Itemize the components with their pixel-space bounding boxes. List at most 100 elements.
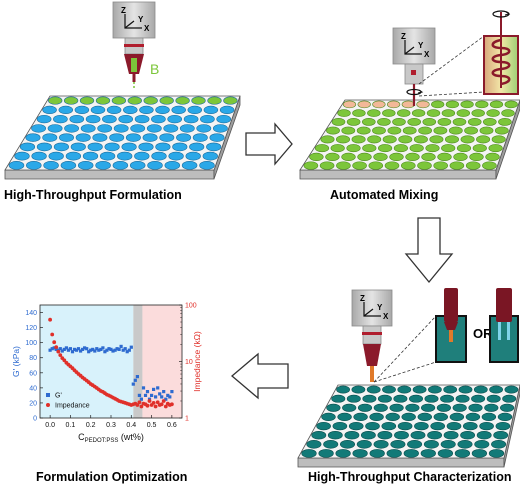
well: [440, 394, 455, 403]
well: [433, 161, 448, 170]
well: [19, 142, 36, 152]
well: [175, 96, 190, 105]
well: [373, 403, 388, 412]
well: [389, 152, 404, 161]
impedance-point: [54, 345, 59, 349]
well: [351, 135, 366, 144]
impedance-point: [151, 401, 156, 405]
well: [469, 152, 484, 161]
gprime-point: [166, 393, 170, 397]
well: [303, 161, 319, 170]
well: [36, 114, 52, 124]
impedance-point: [135, 403, 140, 407]
gprime-point: [156, 386, 160, 390]
well: [414, 421, 429, 431]
well: [482, 161, 497, 170]
well: [203, 105, 219, 115]
well: [171, 105, 186, 115]
well-plate-mixing: [299, 99, 520, 180]
well: [181, 160, 198, 170]
well: [479, 421, 494, 431]
well: [357, 100, 371, 109]
well: [449, 161, 465, 170]
well: [424, 394, 439, 403]
gprime-point: [115, 347, 119, 351]
gprime-point: [70, 350, 75, 354]
well: [48, 151, 64, 161]
well: [199, 160, 215, 170]
well: [155, 105, 170, 115]
well: [58, 105, 74, 115]
well: [392, 118, 406, 126]
well: [476, 135, 491, 144]
well: [142, 133, 158, 142]
well: [337, 412, 352, 421]
well: [134, 151, 150, 161]
well: [202, 151, 218, 161]
well: [488, 449, 505, 458]
probe-head: Z Y X: [351, 289, 393, 382]
well: [423, 440, 439, 449]
well: [341, 152, 356, 161]
well: [321, 412, 336, 421]
well: [441, 144, 456, 153]
well: [416, 100, 430, 109]
legend-label-impedance: Impedance: [55, 403, 90, 410]
well: [106, 105, 122, 115]
well: [448, 126, 463, 135]
well: [425, 144, 440, 153]
well: [357, 152, 372, 161]
well: [462, 421, 478, 431]
gprime-point: [127, 348, 131, 352]
impedance-point: [137, 400, 142, 405]
well: [357, 403, 373, 412]
well: [127, 96, 142, 105]
x-tick-label: 0.1: [66, 422, 76, 429]
impedance-point: [58, 353, 63, 357]
well: [418, 126, 432, 135]
gprime-point: [129, 345, 133, 349]
well: [398, 135, 413, 144]
well: [403, 449, 419, 458]
well: [367, 135, 382, 144]
well: [351, 385, 366, 394]
well: [309, 152, 324, 161]
gprime-point: [170, 390, 174, 394]
well: [377, 118, 391, 126]
impedance-point: [155, 400, 160, 405]
well: [189, 142, 205, 152]
well: [456, 144, 472, 153]
plate-front-face: [299, 169, 497, 180]
y-left-tick-label: 120: [25, 325, 37, 332]
well: [65, 151, 82, 161]
well: [63, 96, 79, 105]
well: [109, 133, 125, 142]
gprime-point: [83, 346, 87, 350]
gprime-point: [145, 390, 150, 394]
impedance-probe-inset: [489, 288, 519, 363]
axis-y-label: Y: [377, 303, 383, 312]
well: [330, 144, 345, 153]
x-axis-label: CPEDOT:PSS (wt%): [78, 432, 144, 444]
well: [159, 96, 174, 105]
caption-optimization: Formulation Optimization: [36, 470, 188, 484]
well: [43, 160, 59, 170]
well: [336, 385, 350, 394]
impedance-point: [163, 404, 168, 409]
y-left-tick-label: 40: [29, 385, 37, 392]
well: [361, 118, 376, 126]
well: [331, 118, 346, 126]
well: [412, 385, 427, 394]
y-left-tick-label: 20: [29, 400, 37, 407]
well: [104, 142, 120, 152]
gprime-point: [133, 378, 137, 382]
gprime-point: [119, 344, 123, 348]
well: [437, 118, 452, 126]
gprime-point: [162, 390, 166, 394]
well: [407, 118, 422, 126]
well: [397, 421, 413, 431]
impedance-point: [145, 403, 150, 408]
well: [387, 126, 402, 135]
well: [95, 96, 111, 105]
well: [112, 160, 129, 170]
